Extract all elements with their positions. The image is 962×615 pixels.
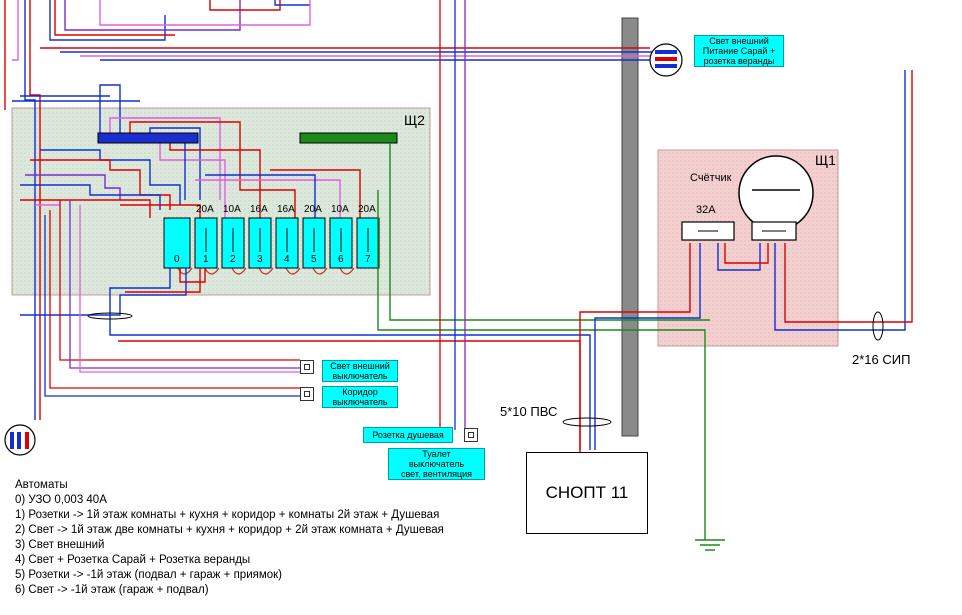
main-breaker-label: 32А: [696, 204, 716, 216]
pvs-cable-marker-2: [87, 312, 133, 320]
pvs-cable-marker: [562, 417, 612, 427]
snopt-box: СНОПТ 11: [526, 452, 648, 534]
breaker-row: [163, 217, 380, 269]
breaker-rating-5: 20А: [304, 204, 322, 215]
breaker-rating-2: 10А: [223, 204, 241, 215]
breaker-loops: [177, 267, 355, 275]
legend-item: 6) Свет -> -1й этаж (гараж + подвал): [15, 584, 209, 596]
neutral-bus-bar: [97, 132, 199, 144]
breaker-output-wires: [20, 143, 710, 540]
outer-light-tag: Свет внешний Питание Сарай + розетка вер…: [694, 35, 784, 67]
breaker-rating-1: 20А: [196, 204, 214, 215]
legend-item: 0) УЗО 0,003 40А: [15, 494, 107, 506]
legend-item: 3) Свет внешний: [15, 539, 105, 551]
corridor-switch-tag: Коридор выключатель: [322, 386, 398, 408]
outer-light-outlet: [649, 43, 683, 77]
breaker-rating-3: 16А: [250, 204, 268, 215]
breaker-rating-4: 16А: [277, 204, 295, 215]
toilet-switch-tag: Туалет выключатель свет, вентиляция: [388, 448, 485, 480]
breaker-number-0: 0: [174, 254, 180, 265]
legend-item: 2) Свет -> 1й этаж две комнаты + кухня +…: [15, 524, 444, 536]
shield2-label: Щ2: [404, 112, 425, 128]
ground-bus-bar: [299, 132, 398, 144]
top-wire-bundle: [4, 0, 311, 420]
shield2-internal-wiring: [20, 84, 361, 218]
breaker-number-4: 4: [284, 254, 290, 265]
electric-meter: [738, 155, 814, 241]
main-breaker-32a: [681, 221, 735, 241]
rcd-breaker-0: [163, 217, 191, 269]
shield1-wiring: [579, 70, 913, 450]
breaker-number-1: 1: [203, 254, 209, 265]
outer-light-lines: [12, 47, 655, 102]
switch-wires: [44, 0, 466, 430]
bottom-left-outlet: [4, 424, 36, 456]
ground-symbol: [695, 539, 725, 551]
breaker-levers: [205, 228, 369, 252]
breaker-number-6: 6: [338, 254, 344, 265]
breaker-legend: Автоматы 0) УЗО 0,003 40А 1) Розетки -> …: [15, 478, 444, 598]
outer-light-switch-tag: Свет внешний выключатель: [322, 360, 398, 382]
outer-light-switch-icon: [300, 360, 314, 374]
pole: [621, 17, 639, 437]
shower-socket-tag: Розетка душевая: [363, 427, 453, 443]
breaker-rating-6: 10А: [331, 204, 349, 215]
sip-cable-label: 2*16 СИП: [852, 352, 911, 367]
pvs-cable-label: 5*10 ПВС: [500, 404, 558, 419]
legend-item: 4) Свет + Розетка Сарай + Розетка веранд…: [15, 554, 251, 566]
breaker-number-2: 2: [230, 254, 236, 265]
legend-title: Автоматы: [15, 479, 68, 491]
breaker-number-5: 5: [311, 254, 317, 265]
snopt-label: СНОПТ 11: [545, 483, 629, 502]
breaker-number-3: 3: [257, 254, 263, 265]
shield1-label: Щ1: [815, 152, 836, 168]
legend-item: 1) Розетки -> 1й этаж комнаты + кухня + …: [15, 509, 440, 521]
shower-socket-icon: [464, 428, 478, 442]
legend-item: 5) Розетки -> -1й этаж (подвал + гараж +…: [15, 569, 283, 581]
sip-cable-marker: [872, 311, 884, 341]
breaker-number-7: 7: [365, 254, 371, 265]
breaker-rating-7: 20А: [358, 204, 376, 215]
meter-label: Счётчик: [690, 172, 732, 184]
corridor-switch-icon: [300, 387, 314, 401]
